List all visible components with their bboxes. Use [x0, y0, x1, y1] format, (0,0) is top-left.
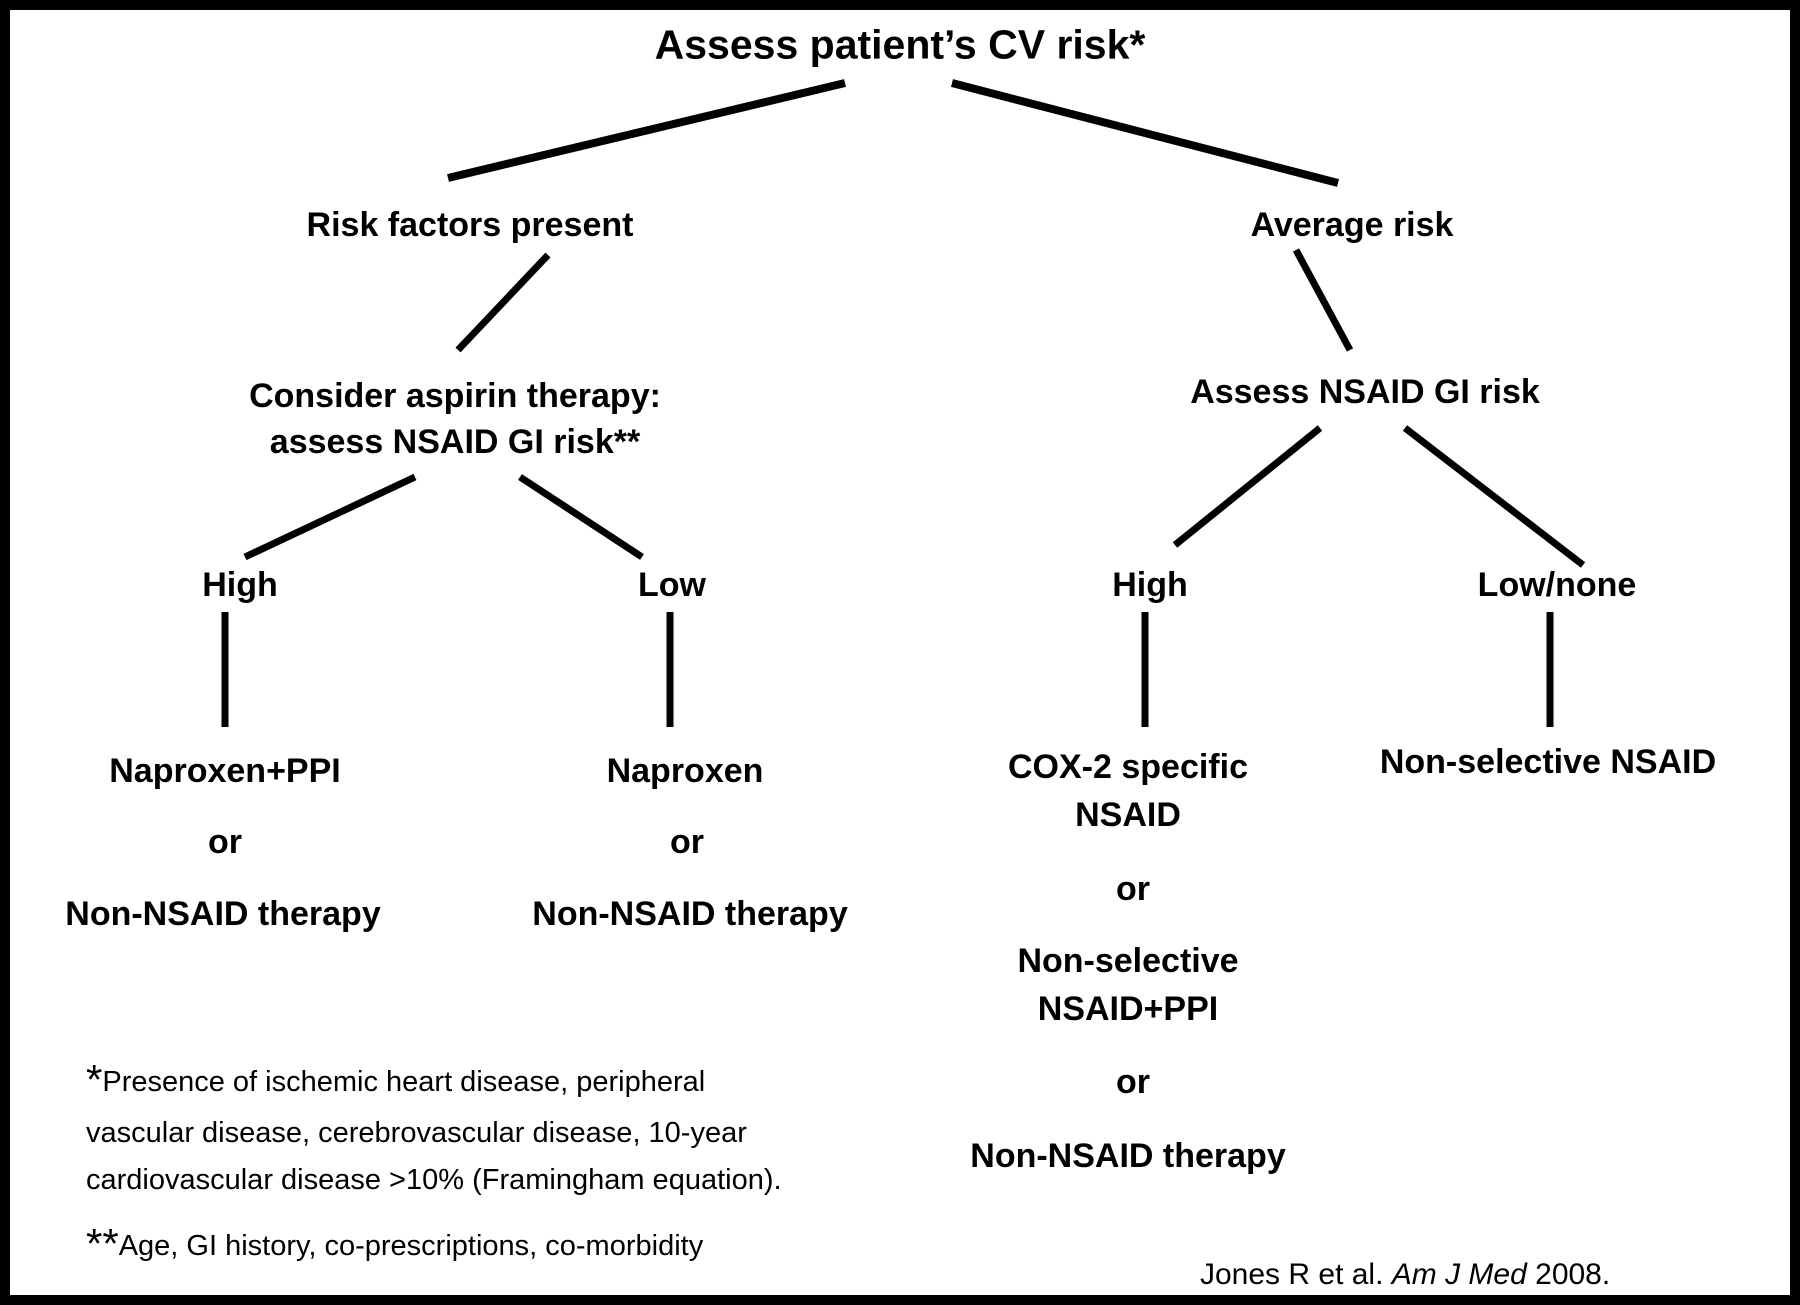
edge-assess-gi-to-lownone — [1402, 425, 1586, 568]
node-naproxen: Naproxen — [606, 752, 764, 791]
edge-aspirin-to-low — [518, 474, 644, 560]
node-risk-factors-present: Risk factors present — [306, 206, 634, 245]
node-nonselective-nsaid: Non-selective NSAID — [1379, 743, 1717, 782]
node-nonselective-ppi-line1: Non-selective — [1017, 942, 1239, 981]
or-label-left-high: or — [208, 823, 242, 862]
footnote-1-line-1-text: Presence of ischemic heart disease, peri… — [102, 1066, 706, 1098]
edge-aspirin-to-high — [243, 473, 417, 561]
footnote-1-line-2: vascular disease, cerebrovascular diseas… — [86, 1117, 747, 1149]
edge-average-to-assess-gi — [1292, 248, 1354, 352]
footnote-2: **Age, GI history, co-prescriptions, co-… — [86, 1223, 704, 1265]
or-label-left-low: or — [670, 823, 704, 862]
node-naproxen-ppi: Naproxen+PPI — [109, 752, 341, 791]
node-cox2-specific-line2: NSAID — [1075, 796, 1181, 835]
node-non-nsaid-therapy-left-high: Non-NSAID therapy — [65, 895, 381, 934]
node-consider-aspirin-line2: assess NSAID GI risk** — [269, 423, 641, 461]
citation-year: 2008. — [1526, 1258, 1611, 1291]
footnote-2-text: Age, GI history, co-prescriptions, co-mo… — [118, 1230, 704, 1262]
edge-risk-factors-to-aspirin — [455, 252, 551, 353]
node-gi-high-left: High — [202, 566, 278, 605]
node-cox2-specific-line1: COX-2 specific — [1008, 748, 1248, 787]
edge-assess-gi-to-high — [1172, 425, 1323, 548]
footnote-1-line-3: cardiovascular disease >10% (Framingham … — [86, 1164, 782, 1196]
or-label-right-2: or — [1116, 1063, 1150, 1102]
node-gi-low-none: Low/none — [1477, 566, 1637, 605]
node-consider-aspirin-line1: Consider aspirin therapy: — [249, 377, 661, 416]
or-label-right-1: or — [1116, 870, 1150, 909]
node-gi-low-left: Low — [638, 566, 706, 605]
footnote-2-asterisks: ** — [86, 1220, 119, 1267]
citation-journal: Am J Med — [1391, 1258, 1527, 1291]
node-nonselective-ppi-line2: NSAID+PPI — [1037, 990, 1219, 1029]
node-average-risk: Average risk — [1250, 206, 1454, 245]
node-assess-cv-risk: Assess patient’s CV risk* — [654, 21, 1146, 68]
node-non-nsaid-therapy-left-low: Non-NSAID therapy — [532, 895, 848, 934]
node-assess-nsaid-gi-risk: Assess NSAID GI risk — [1190, 373, 1540, 412]
edge-title-to-risk-factors — [447, 79, 846, 182]
node-non-nsaid-therapy-right: Non-NSAID therapy — [970, 1137, 1286, 1176]
citation-authors: Jones R et al. — [1200, 1258, 1392, 1291]
node-gi-high-right: High — [1112, 566, 1188, 605]
edge-title-to-average-risk — [950, 79, 1340, 187]
footnote-1-line-1: *Presence of ischemic heart disease, per… — [86, 1059, 706, 1101]
footnote-1-asterisk: * — [86, 1056, 103, 1103]
citation: Jones R et al. Am J Med 2008. — [1200, 1258, 1610, 1292]
node-consider-aspirin: Consider aspirin therapy: assess NSAID G… — [249, 374, 661, 466]
